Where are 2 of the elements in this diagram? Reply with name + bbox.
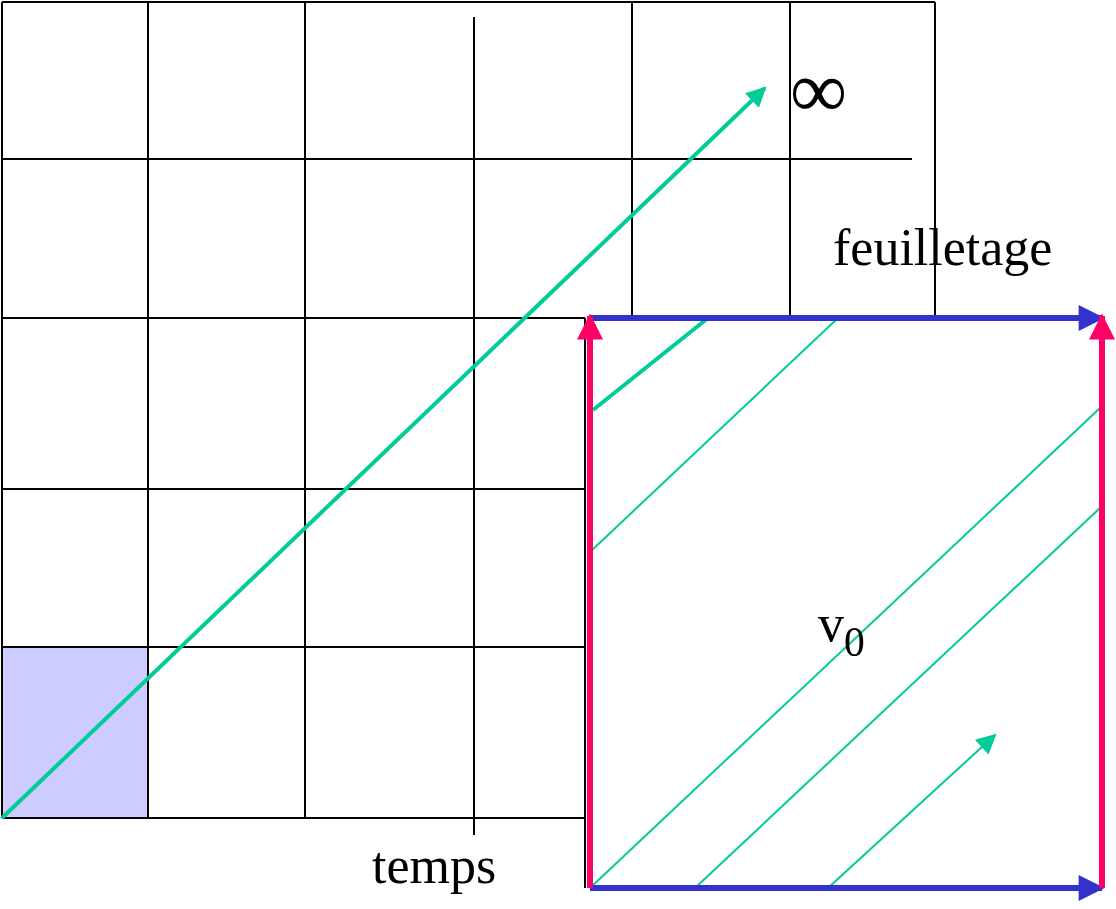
axis-label: temps [372,840,497,892]
infinity-symbol: ∞ [790,50,848,130]
